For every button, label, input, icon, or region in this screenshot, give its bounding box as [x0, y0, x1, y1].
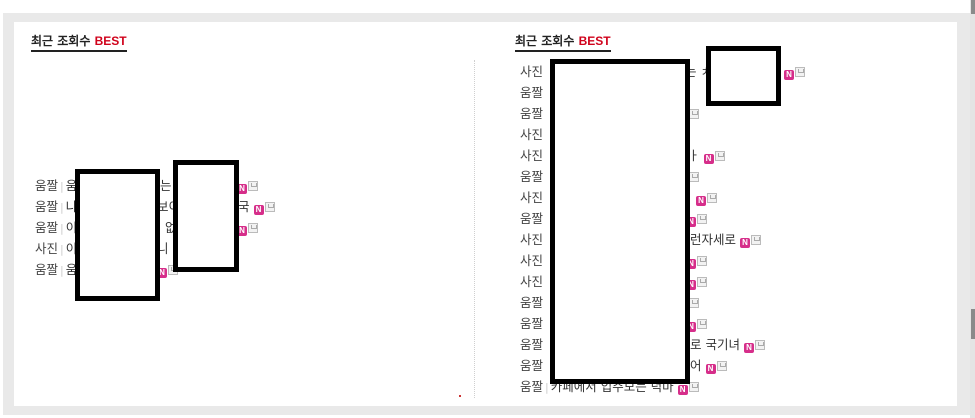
category-label: 움짤 [520, 85, 544, 100]
new-badge-icon: N [703, 154, 714, 164]
save-icon[interactable] [697, 277, 707, 287]
new-badge-icon: N [705, 364, 716, 374]
new-badge-icon: N [253, 205, 264, 215]
list-item[interactable]: 움짤 [520, 166, 800, 187]
new-badge-icon: N [743, 343, 754, 353]
list-item[interactable]: 움짤 어 N [520, 355, 800, 376]
item-title-end[interactable]: 없 [165, 220, 177, 235]
category-label: 움짤 [520, 358, 544, 373]
category-label: 사진 [35, 241, 59, 256]
new-badge-icon: N [696, 196, 706, 206]
list-item[interactable]: 사진 N [520, 187, 800, 208]
new-badge-icon: N [237, 226, 247, 236]
save-icon[interactable] [688, 382, 699, 392]
title-text: 최근 조회수 [31, 34, 95, 48]
new-badge-icon: N [686, 280, 696, 290]
category-label: 사진 [520, 253, 544, 268]
category-label: 사진 [520, 232, 544, 247]
category-label: 움짤 [35, 178, 59, 193]
title-text: 최근 조회수 [515, 34, 579, 48]
title-best: BEST [578, 34, 611, 48]
save-icon[interactable] [689, 109, 699, 119]
new-badge-icon: N [686, 217, 696, 227]
category-label: 사진 [520, 127, 544, 142]
save-icon[interactable] [714, 151, 725, 161]
save-icon[interactable] [264, 202, 275, 212]
item-title[interactable]: 이 [65, 220, 78, 235]
title-best: BEST [94, 34, 127, 48]
scrollbar-track[interactable] [970, 0, 975, 418]
save-icon[interactable] [689, 298, 699, 308]
content-area [14, 22, 957, 406]
save-icon[interactable] [716, 361, 727, 371]
item-title-end[interactable]: ㅏ [688, 148, 700, 163]
category-label: 움짤 [35, 220, 59, 235]
list-item[interactable]: 움짤 N [520, 208, 800, 229]
category-label: 움짤 [520, 379, 544, 394]
item-title[interactable]: 움 [65, 178, 78, 193]
save-icon[interactable] [248, 181, 258, 191]
redaction-box [706, 46, 781, 106]
left-panel-title: 최근 조회수 BEST [31, 34, 127, 52]
category-label: 움짤 [35, 262, 59, 277]
category-label: 움짤 [520, 106, 544, 121]
redaction-box [75, 169, 160, 301]
list-item[interactable]: 사진 런자세로 N [520, 229, 800, 250]
category-label: 움짤 [520, 337, 544, 352]
redaction-box [550, 59, 690, 384]
new-badge-icon: N [237, 184, 247, 194]
scrollbar-thumb[interactable] [971, 309, 975, 339]
save-icon[interactable] [795, 67, 805, 77]
decorative-dot [459, 395, 461, 397]
panel-divider [474, 60, 475, 398]
save-icon[interactable] [697, 214, 707, 224]
category-label: 사진 [520, 190, 544, 205]
item-title-end[interactable]: 어 [690, 358, 702, 373]
category-label: 사진 [520, 274, 544, 289]
list-item[interactable]: 사진 N [520, 271, 800, 292]
new-badge-icon: N [784, 70, 794, 80]
redaction-box [173, 160, 239, 272]
new-badge-icon: N [677, 385, 688, 395]
save-icon[interactable] [707, 193, 717, 203]
item-title-end[interactable]: 는 ㅊ [685, 64, 712, 79]
item-title[interactable]: 나 [65, 199, 78, 214]
new-badge-icon: N [157, 268, 167, 278]
category-label: 움짤 [520, 316, 544, 331]
list-item[interactable]: 사진 는 ㅊ N [520, 61, 805, 82]
category-label: 움짤 [520, 295, 544, 310]
item-title-end[interactable]: 런자세로 [690, 232, 737, 247]
save-icon[interactable] [754, 340, 765, 350]
new-badge-icon: N [686, 322, 696, 332]
left-best-list: 움짤|움 는 ㅈ N 움짤|나 보이 국 N 움짤|이 없 N 사진|이 니 N… [35, 175, 275, 280]
item-title-end[interactable]: 니 [157, 241, 169, 256]
category-label: 사진 [520, 64, 544, 79]
list-item[interactable]: 사진 [520, 124, 800, 145]
outer-frame [3, 13, 970, 415]
list-item[interactable]: 움짤|이 없 N [35, 217, 275, 238]
save-icon[interactable] [751, 235, 761, 245]
list-item[interactable]: 움짤 로 국기녀 N [520, 334, 800, 355]
save-icon[interactable] [697, 256, 707, 266]
category-label: 사진 [520, 148, 544, 163]
new-badge-icon: N [740, 238, 750, 248]
list-item[interactable]: 사진 N [520, 250, 800, 271]
new-badge-icon: N [686, 259, 696, 269]
item-title[interactable]: 움 [65, 262, 78, 277]
list-item[interactable]: 사진 ㅏ N [520, 145, 800, 166]
list-item[interactable]: 움짤 [520, 82, 800, 103]
item-title[interactable]: 이 [65, 241, 78, 256]
save-icon[interactable] [248, 223, 258, 233]
category-label: 움짤 [520, 211, 544, 226]
save-icon[interactable] [697, 319, 707, 329]
category-label: 움짤 [35, 199, 59, 214]
right-panel-title: 최근 조회수 BEST [515, 34, 611, 52]
item-title-end[interactable]: 로 국기녀 [690, 337, 740, 352]
item-title-end2: 국 [238, 199, 250, 214]
list-item[interactable]: 움짤 N [520, 313, 800, 334]
scrollbar-arrow-up[interactable] [971, 0, 975, 14]
category-label: 움짤 [520, 169, 544, 184]
save-icon[interactable] [689, 172, 699, 182]
